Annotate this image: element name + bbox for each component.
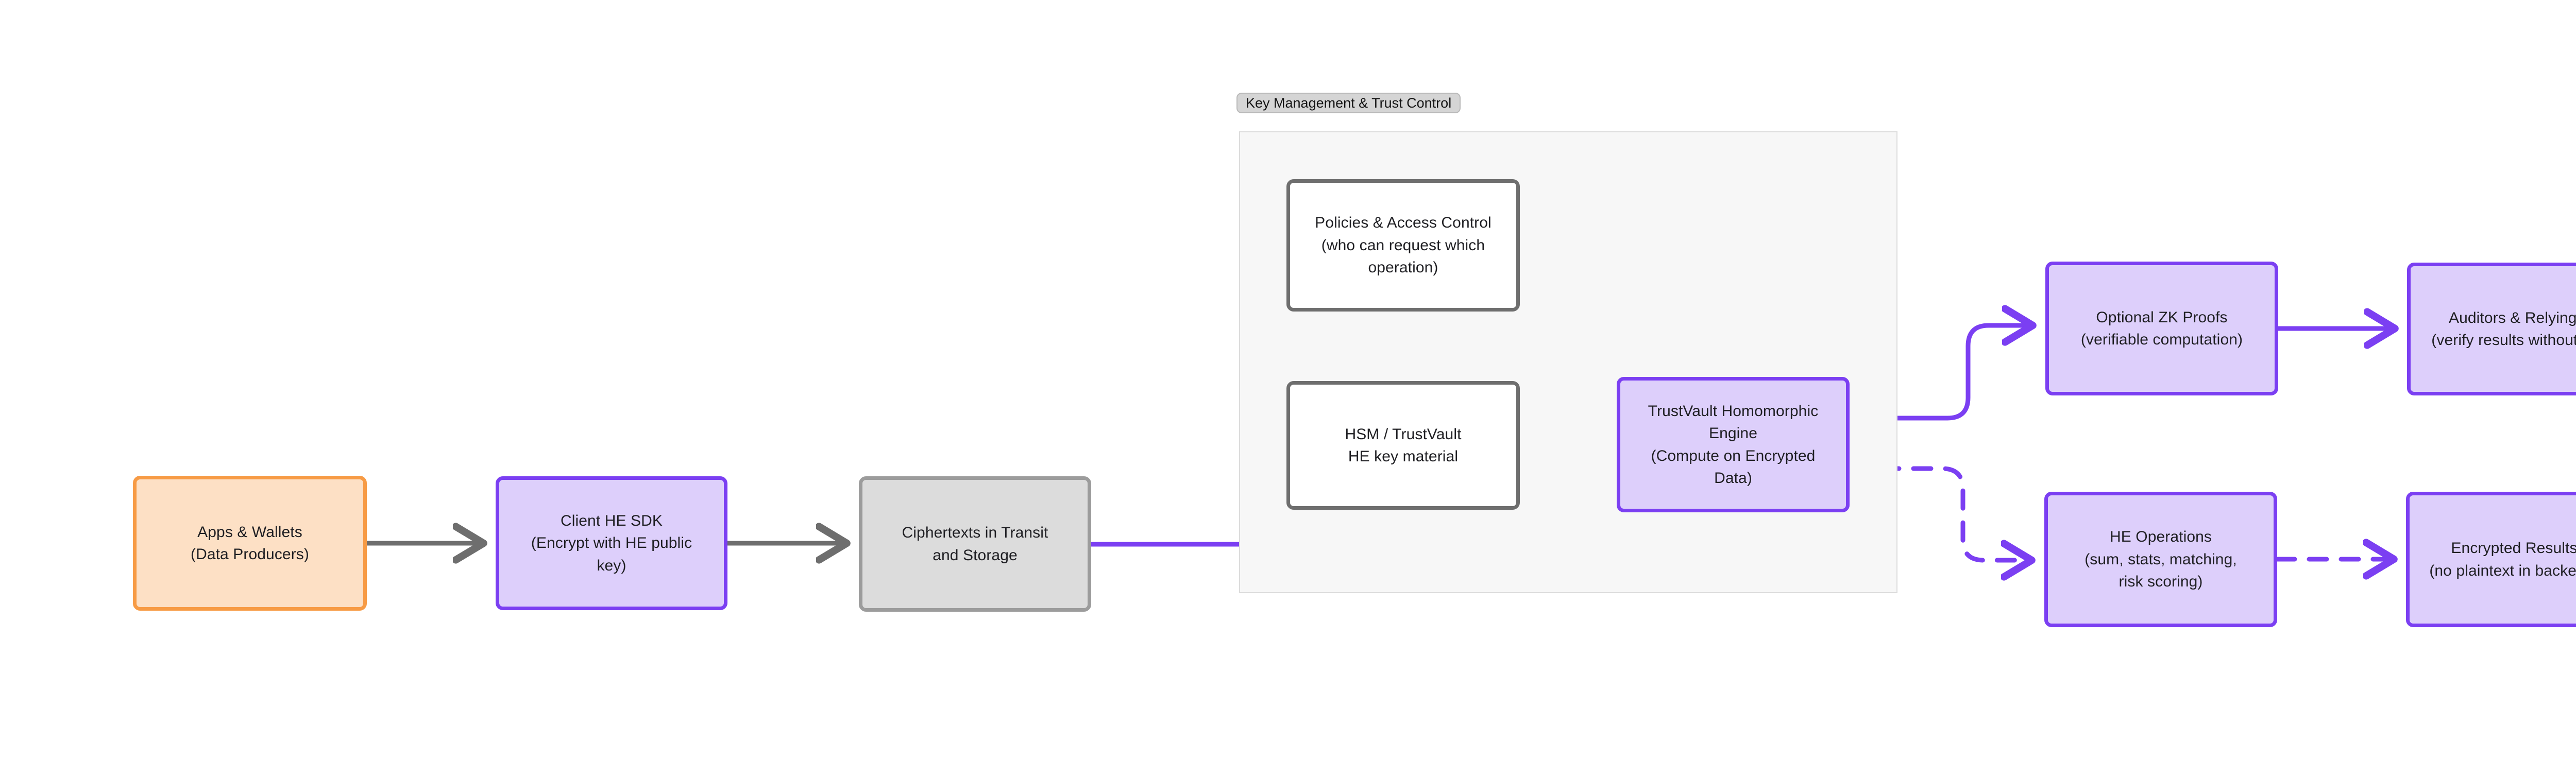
node-label: Apps & Wallets (Data Producers) bbox=[190, 523, 309, 563]
node-label: Encrypted Results (no plaintext in backe… bbox=[2429, 540, 2576, 579]
node-client-he-sdk[interactable]: Client HE SDK (Encrypt with HE public ke… bbox=[496, 476, 727, 610]
node-ciphertexts-in-transit-and-storage[interactable]: Ciphertexts in Transit and Storage bbox=[859, 476, 1091, 612]
node-label: Auditors & Relying Parties (verify resul… bbox=[2431, 309, 2576, 349]
node-encrypted-results[interactable]: Encrypted Results (no plaintext in backe… bbox=[2406, 492, 2576, 627]
node-optional-zk-proofs[interactable]: Optional ZK Proofs (verifiable computati… bbox=[2045, 262, 2278, 395]
node-label: TrustVault Homomorphic Engine (Compute o… bbox=[1648, 402, 1819, 487]
node-label: HE Operations (sum, stats, matching, ris… bbox=[2084, 528, 2237, 591]
node-label: Ciphertexts in Transit and Storage bbox=[902, 524, 1048, 564]
node-he-operations[interactable]: HE Operations (sum, stats, matching, ris… bbox=[2044, 492, 2277, 627]
node-label: Client HE SDK (Encrypt with HE public ke… bbox=[531, 512, 692, 574]
node-trustvault-homomorphic-engine[interactable]: TrustVault Homomorphic Engine (Compute o… bbox=[1617, 377, 1850, 512]
node-label: Policies & Access Control (who can reque… bbox=[1315, 214, 1492, 277]
node-auditors-relying-parties[interactable]: Auditors & Relying Parties (verify resul… bbox=[2407, 263, 2576, 395]
node-hsm-trustvault[interactable]: HSM / TrustVault HE key material bbox=[1286, 381, 1520, 510]
node-label: Optional ZK Proofs (verifiable computati… bbox=[2080, 308, 2243, 349]
subgraph-label: Key Management & Trust Control bbox=[1236, 93, 1461, 113]
node-policies-access-control[interactable]: Policies & Access Control (who can reque… bbox=[1286, 179, 1520, 312]
node-apps-wallets[interactable]: Apps & Wallets (Data Producers) bbox=[133, 476, 367, 611]
node-label: HSM / TrustVault HE key material bbox=[1345, 425, 1462, 465]
